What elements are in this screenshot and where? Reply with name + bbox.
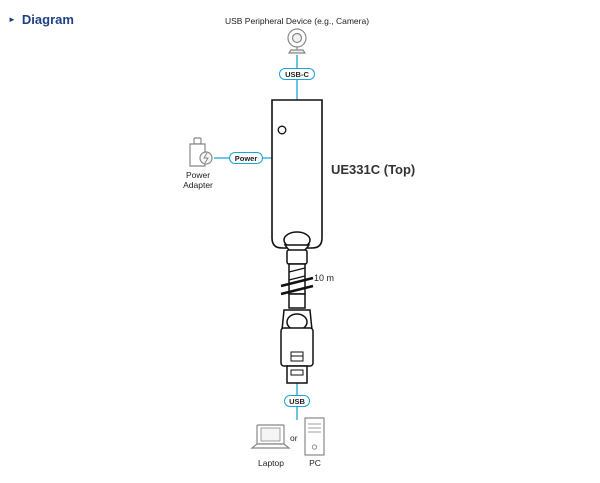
cable-assembly	[280, 231, 314, 331]
host-or-label: or	[290, 433, 298, 443]
usb-badge: USB	[284, 395, 310, 407]
peripheral-label: USB Peripheral Device (e.g., Camera)	[224, 16, 370, 26]
pc-tower-icon	[304, 417, 325, 456]
section-heading: ► Diagram	[8, 12, 74, 27]
power-badge: Power	[229, 152, 263, 164]
heading-bullet-icon: ►	[8, 15, 16, 24]
host-pc-label: PC	[309, 458, 321, 468]
webcam-icon	[287, 28, 307, 54]
host-laptop-label: Laptop	[258, 458, 284, 468]
device-body	[271, 99, 323, 249]
power-adapter-label-line1: Power	[185, 170, 211, 180]
usb-a-plug	[280, 327, 314, 384]
power-adapter-icon	[189, 137, 213, 167]
led-indicator	[277, 125, 287, 135]
cable-length: 10 m	[314, 273, 335, 283]
heading-title: Diagram	[21, 12, 74, 27]
usb-c-badge: USB-C	[279, 68, 315, 80]
laptop-icon	[250, 424, 291, 449]
power-adapter-label-line2: Adapter	[183, 180, 213, 190]
device-name: UE331C (Top)	[331, 162, 416, 177]
